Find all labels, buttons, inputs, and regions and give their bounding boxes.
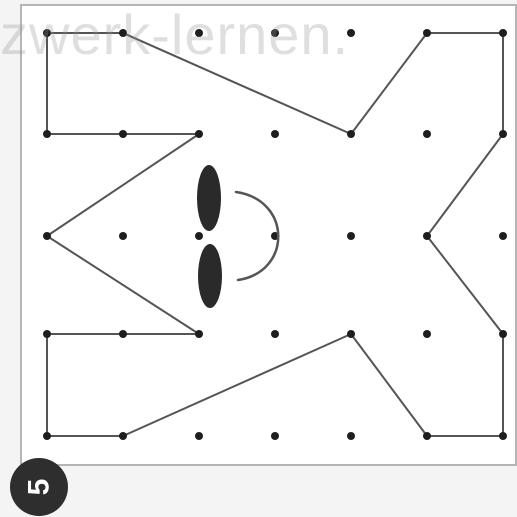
grid-dot [271, 330, 279, 338]
grid-dot [119, 232, 127, 240]
grid-dot [347, 29, 355, 37]
figure-line-3 [427, 33, 503, 436]
grid-dot [119, 29, 127, 37]
grid-dot [423, 130, 431, 138]
grid-dot [271, 130, 279, 138]
grid-dot [423, 232, 431, 240]
lower-eye [198, 244, 222, 308]
grid-dot [423, 432, 431, 440]
grid-dot [423, 330, 431, 338]
grid-dot [195, 29, 203, 37]
grid-dot [119, 130, 127, 138]
grid-dot [347, 432, 355, 440]
grid-dot [347, 232, 355, 240]
grid-dot [195, 432, 203, 440]
upper-eye [197, 165, 221, 231]
figure-line-1 [47, 33, 503, 134]
grid-dot [499, 130, 507, 138]
grid-dot [423, 29, 431, 37]
grid-dot [499, 29, 507, 37]
grid-dots [43, 29, 507, 440]
grid-dot [499, 432, 507, 440]
grid-dot [499, 232, 507, 240]
grid-dot [43, 232, 51, 240]
grid-dot [271, 29, 279, 37]
grid-dot [271, 432, 279, 440]
face [197, 165, 278, 308]
grid-dot [43, 130, 51, 138]
grid-dot [347, 130, 355, 138]
grid-dot [347, 330, 355, 338]
grid-dot [119, 330, 127, 338]
grid-dot [43, 29, 51, 37]
exercise-number-badge: 5 [10, 458, 68, 516]
grid-dot [499, 330, 507, 338]
grid-dot [195, 130, 203, 138]
exercise-number: 5 [24, 479, 54, 496]
grid-dot [43, 330, 51, 338]
grid-dot [195, 330, 203, 338]
grid-dot [119, 432, 127, 440]
grid-dot [43, 432, 51, 440]
grid-dot [195, 232, 203, 240]
